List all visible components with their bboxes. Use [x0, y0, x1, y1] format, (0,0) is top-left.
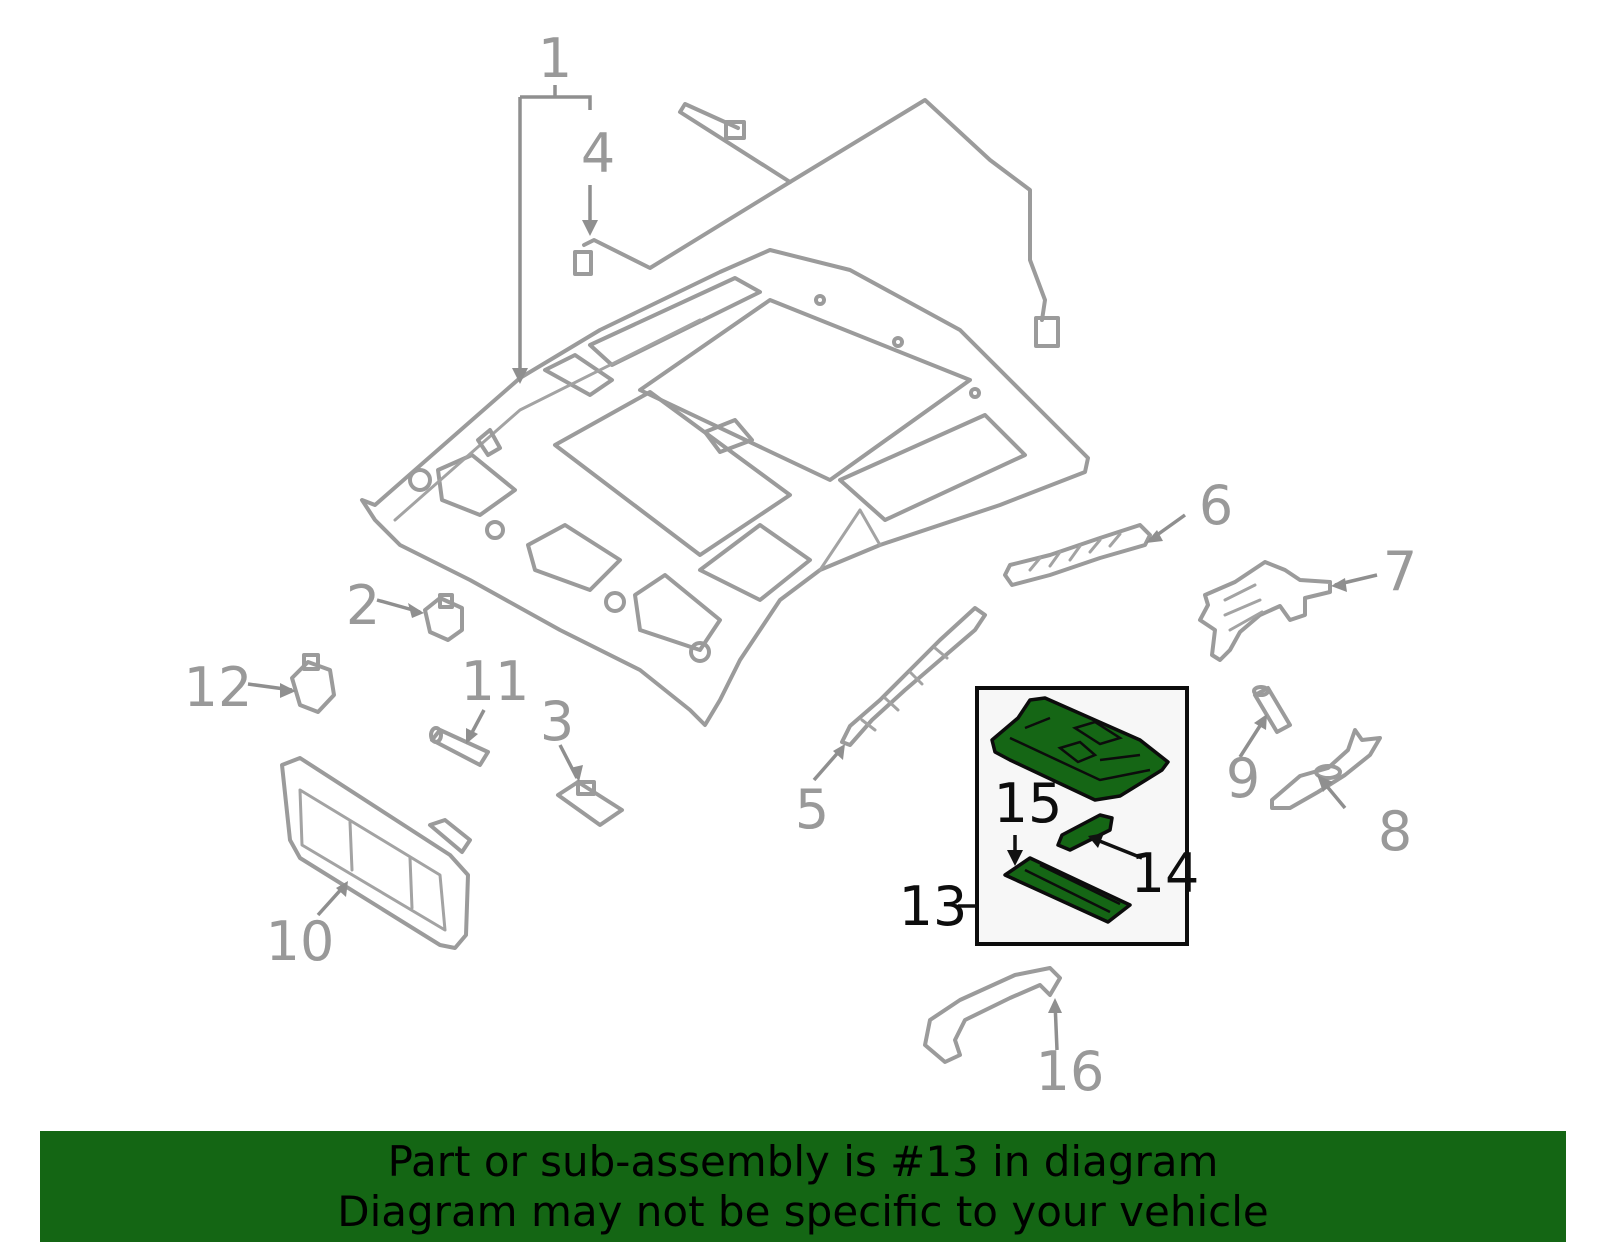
clip-part-2	[423, 593, 464, 642]
callout-13: 13	[899, 875, 968, 938]
lamp-part-11	[429, 726, 490, 767]
wiring-harness-part-4	[573, 98, 1060, 348]
callout-7: 7	[1383, 540, 1417, 603]
callout-16: 16	[1036, 1040, 1105, 1103]
callout-2: 2	[346, 574, 380, 637]
arrowheads-dark	[1007, 833, 1104, 866]
parts-diagram: 1 4 6 7 2 12 11 3 9 8 5 10 16 15 14 13	[184, 27, 1418, 1103]
bulb-part-14	[1056, 813, 1114, 852]
headliner-part-1	[360, 248, 1090, 727]
leader-lines	[247, 85, 1378, 1051]
grab-handle-part-16	[923, 966, 1062, 1064]
sun-visor-part-10	[280, 756, 472, 950]
lens-part-15	[1003, 856, 1132, 924]
banner-line-2: Diagram may not be specific to your vehi…	[337, 1186, 1269, 1236]
banner-line-1: Part or sub-assembly is #13 in diagram	[387, 1136, 1219, 1186]
callout-10: 10	[266, 910, 335, 973]
callout-15: 15	[994, 772, 1063, 835]
clip-part-8	[1270, 728, 1382, 810]
map-light-assembly	[990, 696, 1170, 802]
callout-14: 14	[1131, 842, 1200, 905]
callout-9: 9	[1226, 747, 1260, 810]
callout-4: 4	[581, 122, 615, 185]
bracket-part-7	[1198, 560, 1332, 662]
arrowheads	[280, 220, 1347, 1013]
bracket-part-6	[1003, 523, 1152, 587]
callout-labels: 1 4 6 7 2 12 11 3 9 8 5 10 16 15 14 13	[184, 27, 1418, 1103]
callout-8: 8	[1378, 800, 1412, 863]
callout-6: 6	[1199, 474, 1233, 537]
callout-1: 1	[538, 27, 572, 90]
hook-part-12	[290, 653, 336, 714]
bracket-part-5	[840, 606, 987, 747]
holder-part-3	[556, 780, 624, 827]
pin-part-9	[1252, 685, 1292, 734]
disclaimer-banner: Part or sub-assembly is #13 in diagram D…	[40, 1131, 1566, 1242]
callout-3: 3	[540, 690, 574, 753]
callout-11: 11	[461, 650, 530, 713]
callout-12: 12	[184, 656, 253, 719]
callout-5: 5	[795, 778, 829, 841]
